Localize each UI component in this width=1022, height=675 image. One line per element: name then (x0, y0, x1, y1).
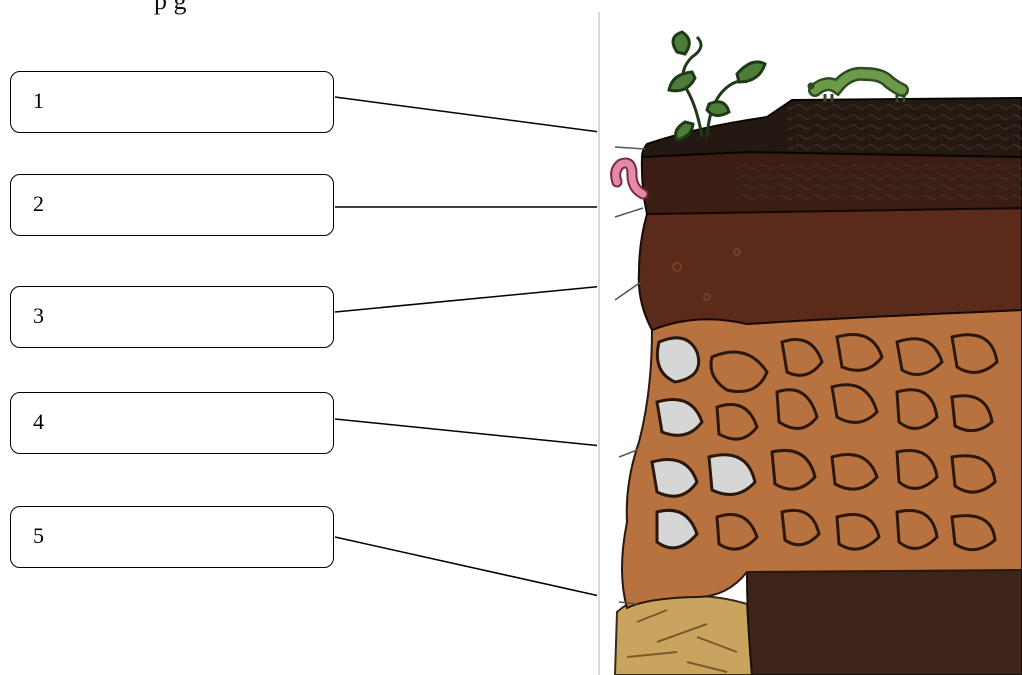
label-box-1[interactable]: 1 (10, 71, 334, 133)
header-text-fragment: p g (154, 0, 187, 16)
caterpillar-icon (807, 66, 909, 102)
topsoil-texture (737, 162, 1022, 202)
label-box-5[interactable]: 5 (10, 506, 334, 568)
leader-line-5 (334, 536, 623, 602)
layer-tick-marks (614, 146, 646, 605)
bedrock-layer (613, 595, 754, 675)
soil-layers-figure (597, 12, 1022, 675)
plant-icon (667, 30, 767, 142)
bedrock-cracks (626, 609, 738, 673)
leader-line-1 (334, 96, 631, 137)
subsoil-specks (672, 248, 741, 301)
label-box-3[interactable]: 3 (10, 286, 334, 348)
subsoil-layer (637, 206, 1022, 332)
label-number-5: 5 (33, 523, 44, 548)
header-partial-text: p g (154, 0, 187, 15)
humus-texture (787, 104, 1022, 152)
leader-line-3 (334, 284, 616, 313)
label-number-1: 1 (33, 88, 44, 113)
label-box-4[interactable]: 4 (10, 392, 334, 454)
earthworm-icon (610, 157, 649, 200)
rock-icon-group (650, 333, 999, 552)
label-number-2: 2 (33, 191, 44, 216)
label-number-4: 4 (33, 409, 44, 434)
leader-line-4 (334, 418, 623, 449)
label-number-3: 3 (33, 303, 44, 328)
dark-bedrock-block (745, 568, 1022, 675)
label-box-2[interactable]: 2 (10, 174, 334, 236)
